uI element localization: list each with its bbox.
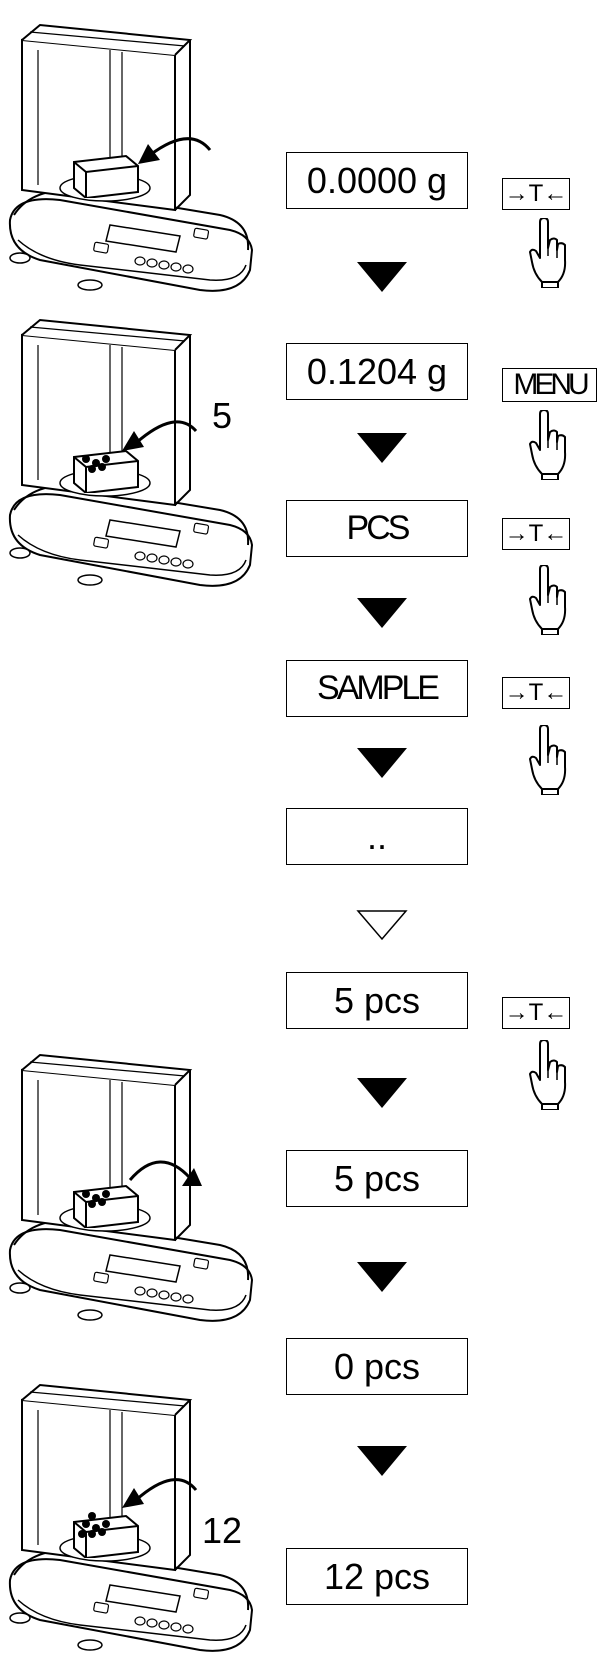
pointing-hand-icon <box>528 565 568 635</box>
display-step-4: SAMPLE <box>286 660 468 717</box>
balance-illustration-remove <box>0 1040 260 1330</box>
filled-down-triangle-icon <box>357 1262 407 1292</box>
display-step-1: 0.0000 g <box>286 152 468 209</box>
tare-key[interactable]: →T← <box>502 518 570 550</box>
sample-count-label: 5 <box>212 395 233 436</box>
filled-down-triangle-icon <box>357 433 407 463</box>
display-step-5: .. <box>286 808 468 865</box>
display-step-6: 5 pcs <box>286 972 468 1029</box>
container-with-pieces-icon <box>72 1512 142 1558</box>
container-with-pieces-icon <box>72 443 142 493</box>
filled-down-triangle-icon <box>357 262 407 292</box>
filled-down-triangle-icon <box>357 1078 407 1108</box>
outline-down-triangle-icon <box>356 910 408 941</box>
container-with-pieces-icon <box>72 1178 142 1228</box>
pointing-hand-icon <box>528 725 568 795</box>
curved-arrow-icon <box>122 420 198 451</box>
tare-key[interactable]: →T← <box>502 677 570 709</box>
filled-down-triangle-icon <box>357 748 407 778</box>
menu-key[interactable]: MENU <box>502 368 597 402</box>
pointing-hand-icon <box>528 218 568 288</box>
curved-arrow-outward-icon <box>128 1160 202 1186</box>
tare-key[interactable]: →T← <box>502 997 570 1029</box>
pointing-hand-icon <box>528 410 568 480</box>
balance-illustration-sample: 5 <box>0 305 260 595</box>
pointing-hand-icon <box>528 1040 568 1110</box>
curved-arrow-icon <box>122 1478 198 1508</box>
tare-key[interactable]: →T← <box>502 178 570 210</box>
filled-down-triangle-icon <box>357 1446 407 1476</box>
balance-illustration-final: 12 <box>0 1370 260 1660</box>
display-step-8: 0 pcs <box>286 1338 468 1395</box>
display-step-3: PCS <box>286 500 468 557</box>
balance-illustration-tare <box>0 10 260 300</box>
display-step-2: 0.1204 g <box>286 343 468 400</box>
filled-down-triangle-icon <box>357 598 407 628</box>
display-step-7: 5 pcs <box>286 1150 468 1207</box>
final-count-label: 12 <box>202 1510 243 1551</box>
curved-arrow-icon <box>138 137 212 164</box>
display-step-9: 12 pcs <box>286 1548 468 1605</box>
